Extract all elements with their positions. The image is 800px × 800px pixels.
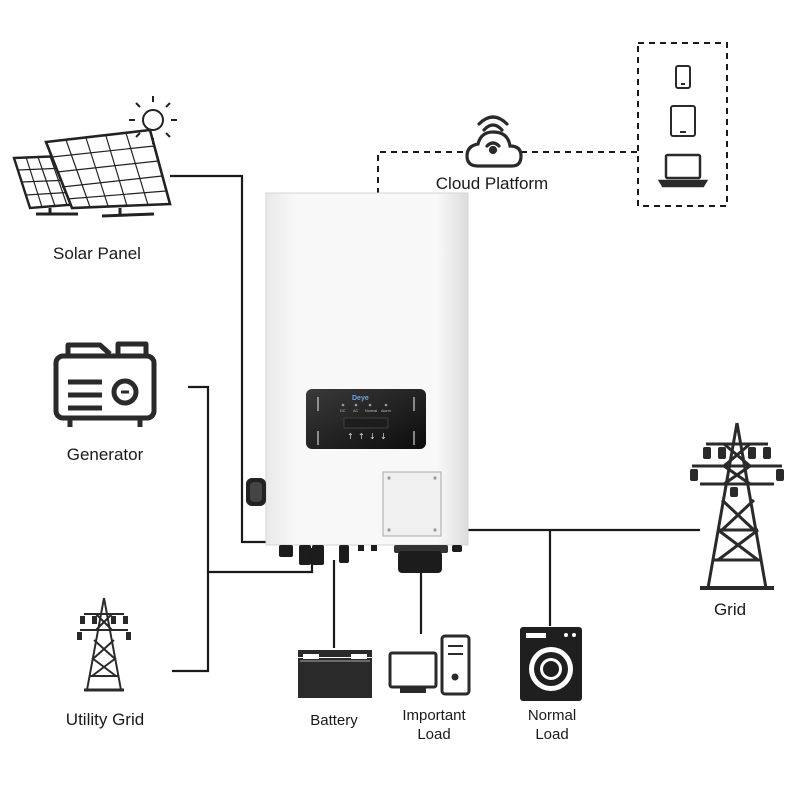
- devices-box: [637, 42, 728, 207]
- inverter: Deye DC AC Normal Alarm ↑ ↑ ↓ ↓: [246, 192, 469, 573]
- solar-panel-label: Solar Panel: [53, 244, 141, 263]
- important-load-label-line2: Load: [417, 726, 451, 743]
- button-down-1: ↓: [369, 432, 376, 441]
- cloud-links: [377, 42, 728, 207]
- generator-icon: [53, 341, 157, 427]
- battery-label: Battery: [310, 712, 358, 729]
- battery-icon: [298, 650, 372, 698]
- button-up-2: ↑: [358, 432, 365, 441]
- solar-line: [170, 174, 270, 544]
- smartphone-icon: [675, 65, 691, 89]
- lcd-screen: [343, 417, 389, 429]
- indicator-ac: AC: [353, 409, 359, 413]
- washing-machine-icon: [520, 627, 582, 701]
- indicator-normal: Normal: [365, 409, 377, 413]
- cloud-platform-label: Cloud Platform: [435, 174, 549, 193]
- laptop-icon: [657, 153, 709, 188]
- indicator-lights: [341, 403, 388, 407]
- brand-logo: Deye: [352, 395, 369, 402]
- bottom-connectors: [279, 545, 462, 573]
- utility-grid-label: Utility Grid: [65, 710, 145, 729]
- indicator-dc: DC: [340, 409, 346, 413]
- button-down-2: ↓: [380, 432, 387, 441]
- button-up-1: ↑: [347, 432, 354, 441]
- generator-label: Generator: [66, 445, 144, 464]
- normal-load-label-line2: Load: [535, 726, 569, 743]
- desktop-computer-icon: [388, 634, 471, 696]
- utility-grid-line: [172, 572, 210, 673]
- transmission-tower-icon: [690, 422, 784, 590]
- solar-panel-icon: [12, 128, 172, 218]
- normal-load-label-line1: Normal: [527, 707, 577, 724]
- cloud-wifi-icon: [465, 115, 523, 168]
- important-load-label: Important Load: [386, 706, 482, 744]
- normal-load-label: Normal Load: [506, 706, 598, 744]
- sun-icon: [129, 96, 177, 144]
- important-load-label-line1: Important: [402, 707, 466, 724]
- transmission-tower-icon: [77, 597, 131, 692]
- access-cover: [382, 471, 442, 537]
- indicator-alarm: Alarm: [381, 409, 391, 413]
- grid-label: Grid: [713, 600, 747, 619]
- tablet-icon: [670, 105, 696, 137]
- connection-lines: [170, 174, 700, 673]
